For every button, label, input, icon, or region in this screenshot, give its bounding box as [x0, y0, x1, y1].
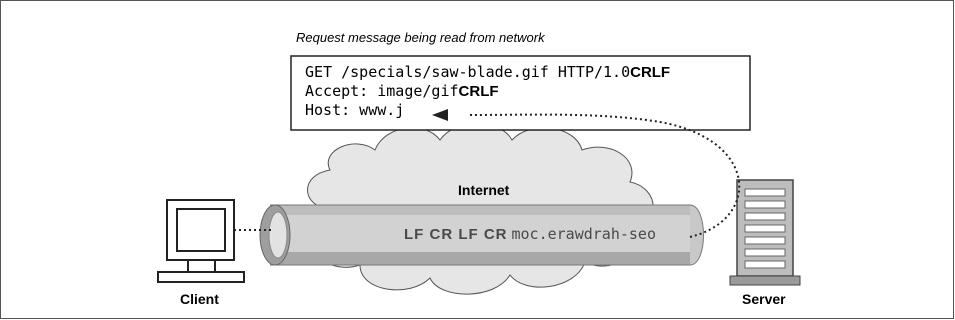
stream-bold-text: LF CR LF CR [404, 226, 508, 243]
internet-label: Internet [458, 182, 510, 198]
message-content: GET /specials/saw-blade.gif HTTP/1.0CRLF… [305, 63, 670, 119]
message-line-2-crlf: CRLF [458, 83, 499, 100]
message-line-1-text: GET /specials/saw-blade.gif HTTP/1.0 [305, 63, 631, 81]
message-line-2-text: Accept: image/gif [305, 82, 459, 100]
message-line-2: Accept: image/gifCRLF [305, 82, 670, 101]
network-pipe [259, 204, 704, 266]
read-arrow-path [469, 113, 741, 238]
client-label: Client [180, 291, 219, 307]
server-icon [729, 179, 801, 286]
message-line-1-crlf: CRLF [630, 64, 671, 81]
server-label: Server [742, 291, 786, 307]
client-computer-icon [157, 199, 245, 283]
message-line-3-text: Host: www.j [305, 101, 405, 119]
read-arrow-head [432, 109, 448, 121]
message-line-3: Host: www.j [305, 101, 670, 119]
stream-plain-text: moc.erawdrah-seo [511, 225, 656, 243]
message-line-1: GET /specials/saw-blade.gif HTTP/1.0CRLF [305, 63, 670, 82]
network-stream: LF CR LF CR moc.erawdrah-seo [404, 225, 656, 244]
caption: Request message being read from network [296, 30, 545, 45]
message-box [290, 55, 751, 131]
